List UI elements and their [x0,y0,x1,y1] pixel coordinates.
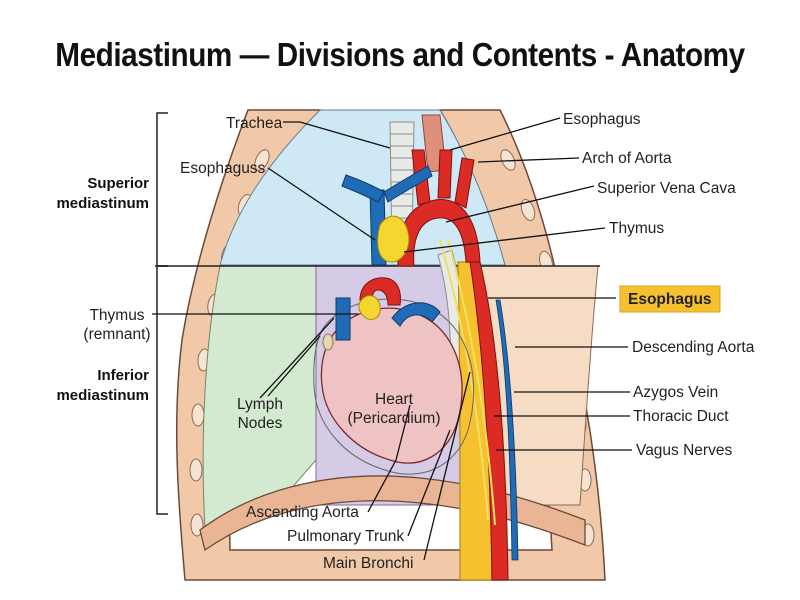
label-thymus-remnant-2: (remnant) [83,326,150,343]
thymus [377,215,410,263]
inferior-label-line1: Inferior [97,367,149,384]
label-azygos-vein: Azygos Vein [633,384,718,401]
label-thymus: Thymus [609,220,664,237]
azygos-vein [495,299,519,561]
superior-label-line1: Superior [87,175,149,192]
label-trachea: Trachea [226,115,283,132]
superior-vena-cava [341,165,433,266]
label-main-bronchi: Main Bronchi [323,555,413,572]
label-heart-2: (Pericardium) [347,410,440,427]
label-thymus-remnant-1: Thymus [89,307,144,324]
pericardium [313,298,475,475]
esophagus-highlight-box [619,285,721,313]
vagus-nerves [439,239,496,526]
page-title: Mediastinum — Divisions and Contents - A… [55,36,745,73]
label-lymph-nodes-2: Nodes [238,415,283,432]
label-esophagus-left: Esophaguss [180,160,266,177]
label-descending-aorta: Descending Aorta [632,339,755,356]
label-arch-of-aorta: Arch of Aorta [582,150,672,167]
label-esophagus-top: Esophagus [563,111,641,128]
label-vagus-nerves: Vagus Nerves [636,442,732,459]
inferior-label-line2: mediastinum [56,387,149,404]
label-ascending-aorta: Ascending Aorta [246,504,359,521]
label-superior-vena-cava: Superior Vena Cava [597,180,736,197]
leader-lines [152,117,632,561]
label-pulmonary-trunk: Pulmonary Trunk [287,528,404,545]
descending-aorta [469,261,509,581]
label-lymph-nodes-1: Lymph [237,396,283,413]
aortic-arch [397,199,481,267]
superior-label-line2: mediastinum [56,195,149,212]
region-brackets [156,112,168,515]
label-thoracic-duct: Thoracic Duct [633,408,729,425]
label-heart-1: Heart [375,391,414,408]
label-esophagus-highlight: Esophagus [628,291,712,308]
thymus-remnant [358,295,381,320]
heart-vessels [335,277,441,341]
lymph-nodes [322,333,334,351]
